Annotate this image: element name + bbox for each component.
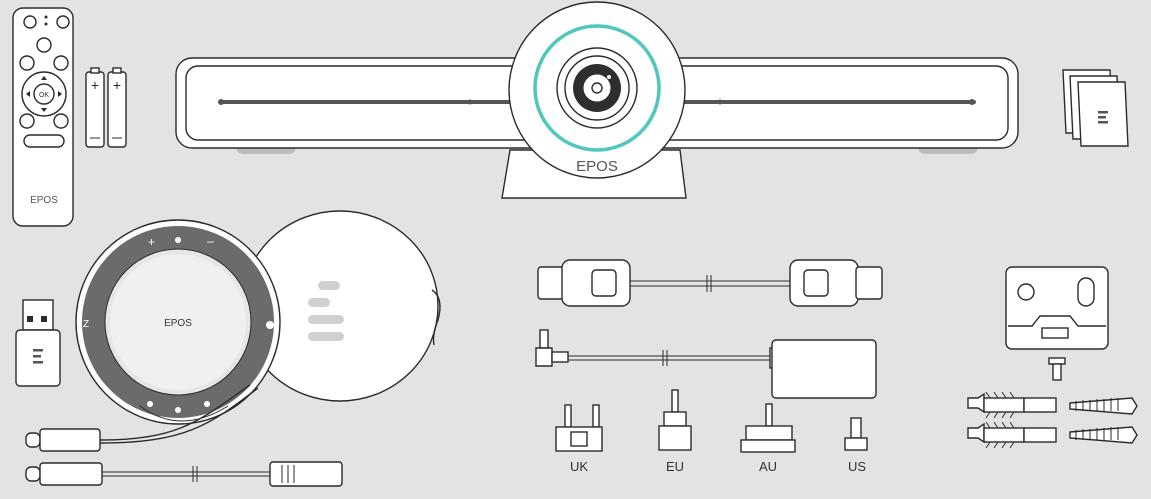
wall-mount-icon (1005, 266, 1109, 350)
plug-label-uk: UK (570, 459, 588, 474)
remote-control-icon: OK EPOS (12, 7, 74, 227)
usb-cable-icon (25, 384, 343, 487)
svg-text:–: – (207, 234, 214, 248)
svg-text:+: + (113, 77, 121, 93)
screw-icon (1069, 397, 1138, 415)
plug-adapter-eu-icon (658, 389, 692, 451)
power-adapter-icon (535, 329, 877, 399)
camera-icon: EPOS (508, 1, 686, 179)
speaker-brand-logo: EPOS (164, 318, 192, 329)
plug-adapter-au-icon (740, 403, 796, 453)
wall-anchor-icon (967, 421, 1057, 449)
camera-brand-logo: EPOS (576, 158, 618, 175)
usb-dongle-icon (15, 299, 61, 387)
remote-ok-label: OK (39, 92, 49, 99)
manual-booklet-icon (1062, 69, 1129, 147)
plug-adapter-us-icon (844, 417, 868, 451)
wall-anchor-icon (967, 391, 1057, 419)
svg-text:Z: Z (83, 319, 89, 330)
plug-adapter-uk-icon (555, 404, 603, 452)
screw-icon (1069, 426, 1138, 444)
svg-text:+: + (148, 235, 155, 249)
svg-text:+: + (91, 77, 99, 93)
plug-label-au: AU (759, 459, 777, 474)
plug-label-us: US (848, 459, 866, 474)
battery-icon: + + (85, 67, 127, 148)
remote-brand-logo: EPOS (30, 195, 58, 206)
speakerphone-icon: EPOS + – Z (75, 219, 281, 425)
screw-icon (1048, 357, 1066, 381)
plug-label-eu: EU (666, 459, 684, 474)
camera-accent-ring (533, 24, 661, 152)
hdmi-cable-icon (537, 259, 883, 307)
